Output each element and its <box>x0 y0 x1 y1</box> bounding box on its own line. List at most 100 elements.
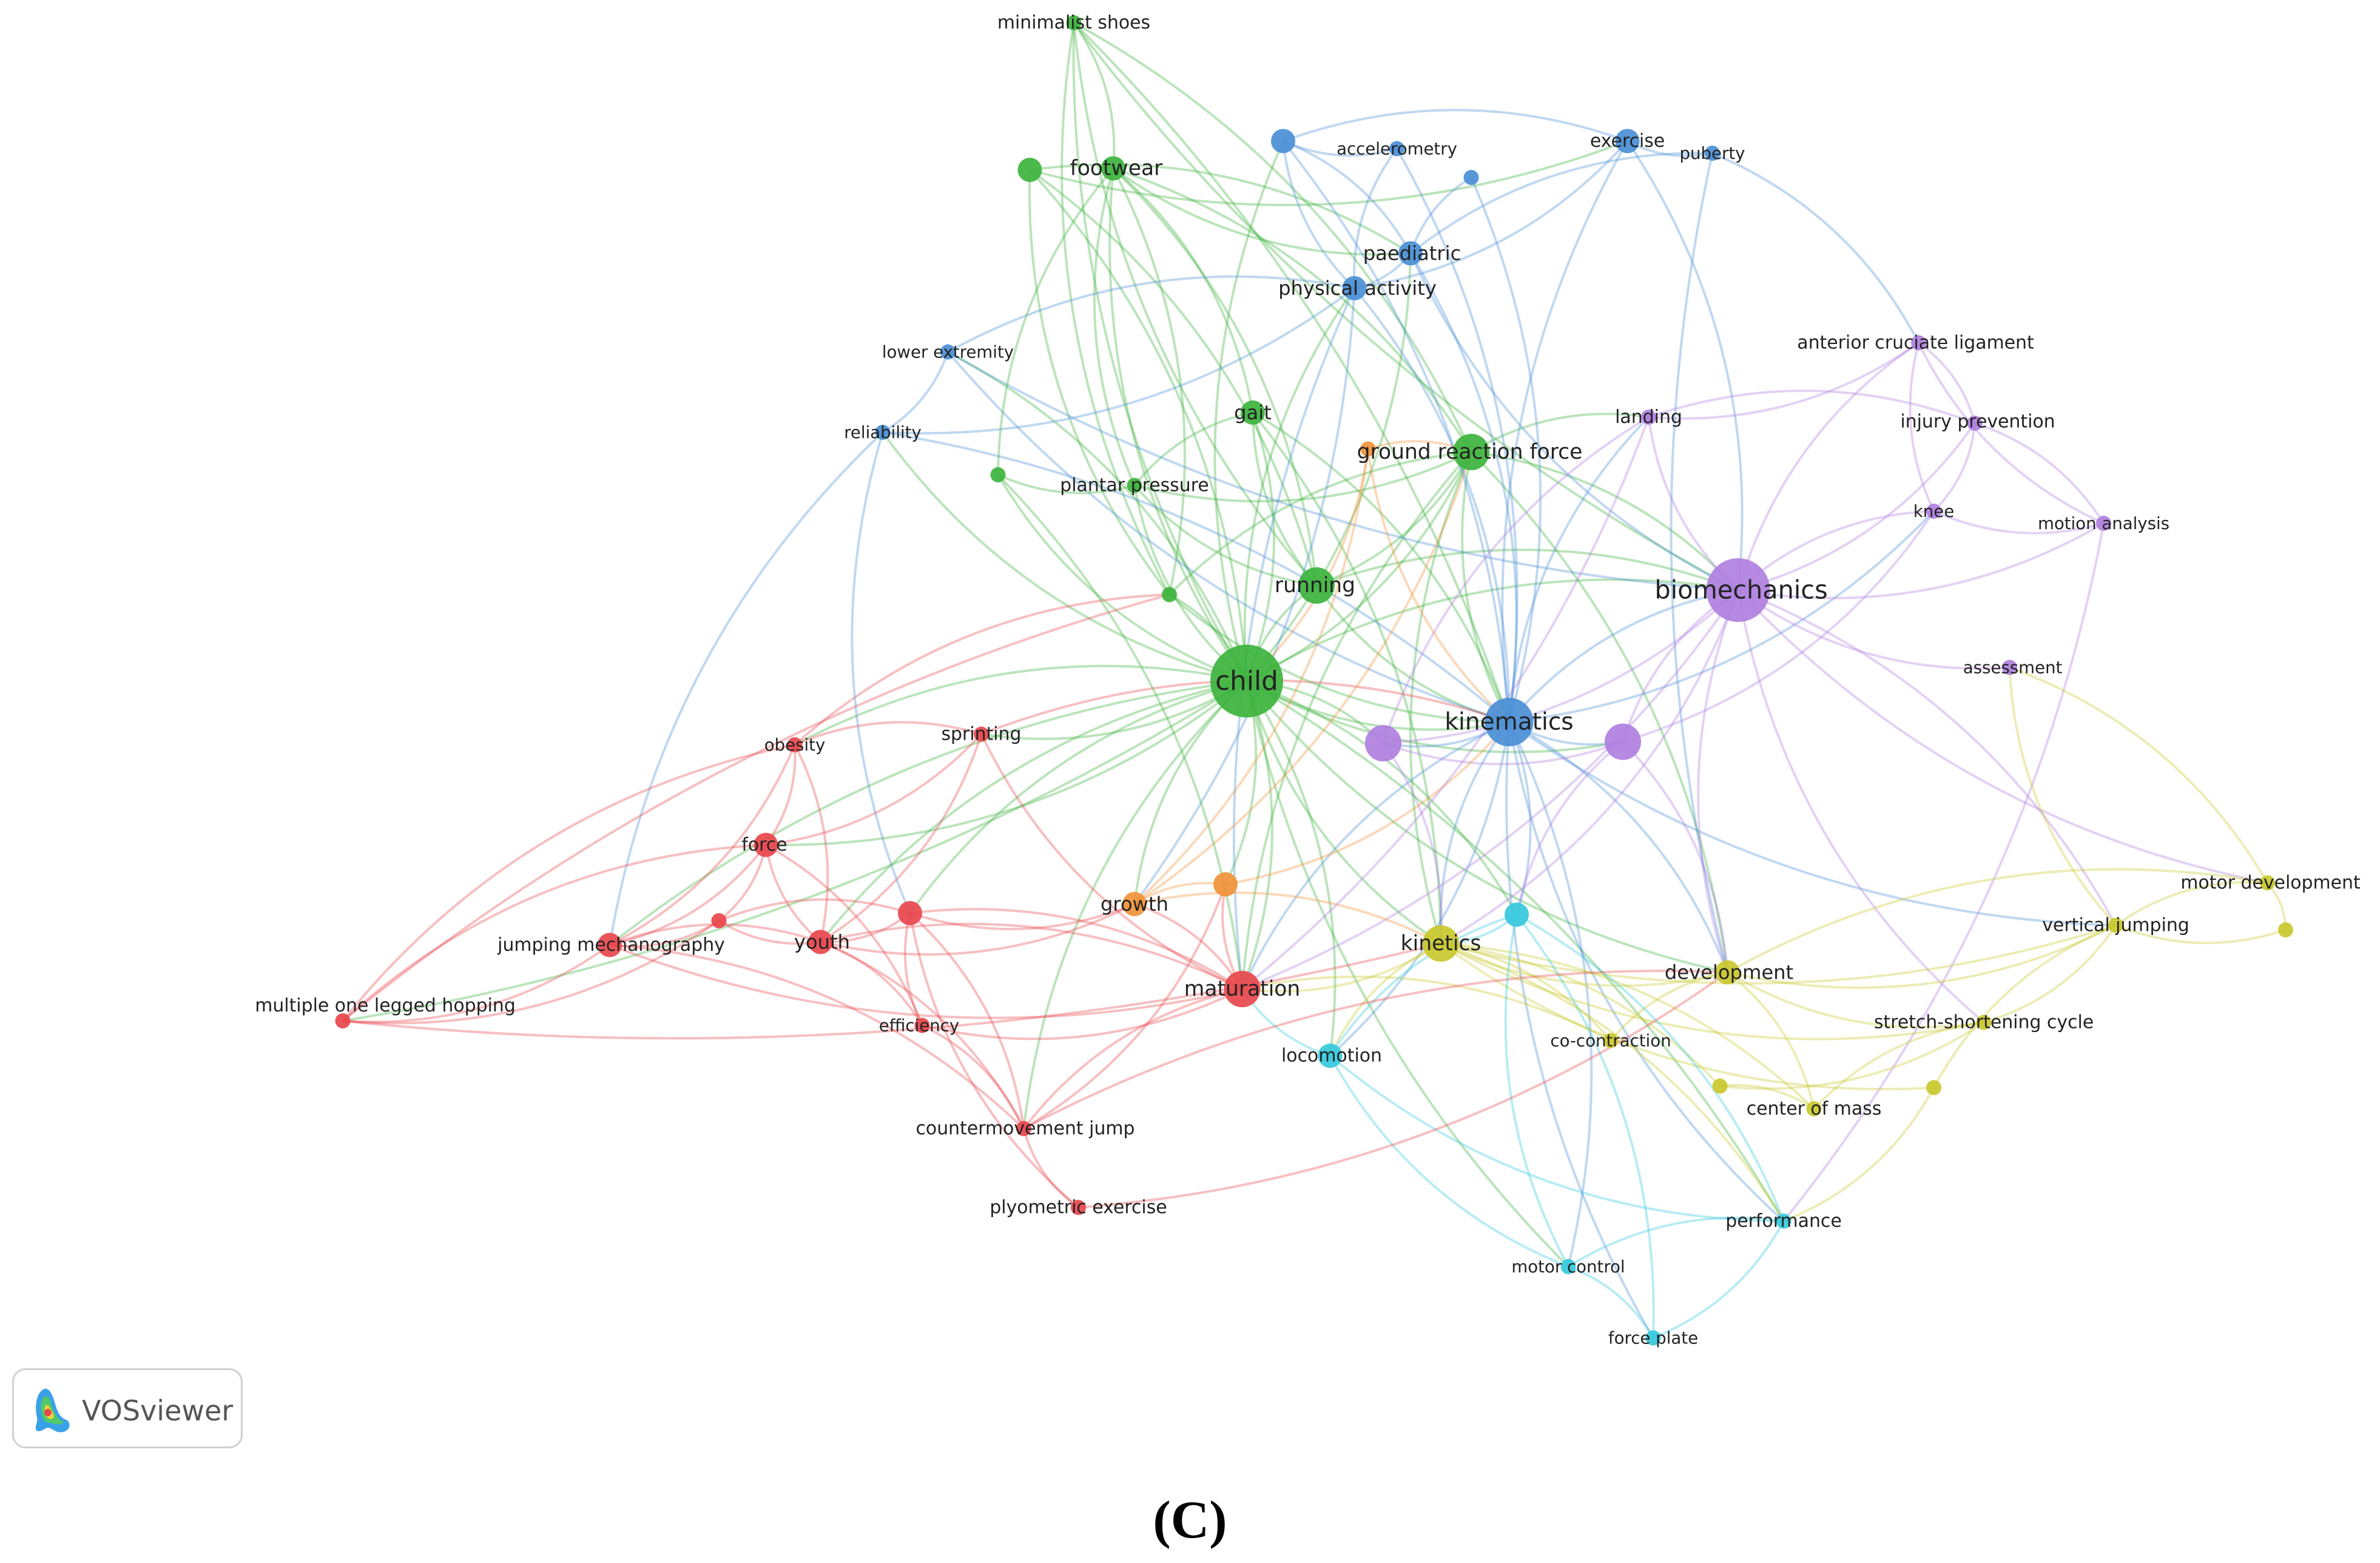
node-development[interactable] <box>1715 960 1740 985</box>
edge-biomechanics-motion-analysis <box>1738 522 2105 599</box>
node-plantar-pressure[interactable] <box>1127 478 1142 493</box>
node-kinematics[interactable] <box>1485 698 1534 746</box>
node-running[interactable] <box>1298 567 1335 604</box>
node-red-a[interactable] <box>711 913 727 928</box>
node-biomechanics[interactable] <box>1706 558 1770 622</box>
node-stretch-shortening-cycle[interactable] <box>1976 1014 1992 1030</box>
node-jumping-mechanography[interactable] <box>598 933 622 957</box>
node-injury-prevention[interactable] <box>1967 416 1983 431</box>
edge-development-vertical-jumping <box>1727 924 2117 989</box>
node-maturation[interactable] <box>1224 971 1261 1007</box>
edge-jumping-mechanography-red-a <box>609 919 720 948</box>
node-motion-analysis[interactable] <box>2096 516 2111 531</box>
node-puberty[interactable] <box>1705 146 1720 161</box>
edge-child-countermovement-jump <box>1022 680 1248 1129</box>
node-motor-control[interactable] <box>1560 1259 1576 1274</box>
edge-child-minimalist-shoes <box>1072 22 1248 682</box>
node-purple-b[interactable] <box>1605 723 1641 760</box>
edge-motor-control-force-plate <box>1568 1265 1654 1339</box>
node-accelerometry[interactable] <box>1389 141 1404 157</box>
edge-ground-reaction-force-biomechanics <box>1471 451 1739 591</box>
label-motor-development: motor development <box>2180 873 2360 894</box>
node-exercise[interactable] <box>1615 129 1640 154</box>
edge-footwear-gait <box>1112 167 1254 413</box>
edge-blue-b-kinematics <box>1470 177 1542 723</box>
edge-gait-kinetics <box>1252 411 1442 944</box>
node-countermovement-jump[interactable] <box>1016 1121 1031 1136</box>
node-green-c[interactable] <box>1162 587 1177 603</box>
node-force[interactable] <box>753 832 778 857</box>
node-orange-b[interactable] <box>1213 872 1238 897</box>
edge-reliability-kinematics <box>882 431 1510 723</box>
label-growth: growth <box>1101 893 1168 916</box>
edge-force-jumping-mechanography <box>609 844 767 947</box>
edge-child-green-a <box>1029 169 1248 681</box>
node-multiple-one-legged-hopping[interactable] <box>335 1013 351 1028</box>
edge-purple-b-cyan-a <box>1515 740 1624 915</box>
edge-jumping-mechanography-countermovement-jump <box>609 944 1025 1130</box>
node-performance[interactable] <box>1776 1214 1792 1229</box>
edge-footwear-minimalist-shoes <box>1073 22 1116 169</box>
edge-minimalist-shoes-biomechanics <box>1073 22 1739 592</box>
node-vertical-jumping[interactable] <box>2108 917 2123 933</box>
edge-multiple-one-legged-hopping-obesity <box>342 743 795 1022</box>
node-yellow-c[interactable] <box>1926 1080 1941 1095</box>
label-paediatric: paediatric <box>1363 242 1461 265</box>
node-cyan-a[interactable] <box>1505 902 1529 927</box>
node-blue-a[interactable] <box>1271 129 1295 154</box>
node-efficiency[interactable] <box>914 1018 930 1033</box>
node-youth[interactable] <box>808 930 833 954</box>
node-center-of-mass[interactable] <box>1806 1101 1822 1116</box>
label-exercise: exercise <box>1590 130 1665 152</box>
node-landing[interactable] <box>1641 410 1656 425</box>
label-sprinting: sprinting <box>941 724 1021 745</box>
edge-green-b-maturation <box>997 474 1244 990</box>
node-blue-b[interactable] <box>1463 170 1479 185</box>
node-yellow-b[interactable] <box>1712 1078 1728 1094</box>
node-green-a[interactable] <box>1017 158 1042 182</box>
edge-ground-reaction-force-development <box>1470 451 1729 973</box>
node-gait[interactable] <box>1241 400 1265 425</box>
edge-physical-activity-lower-extremity <box>947 275 1355 353</box>
node-growth[interactable] <box>1122 892 1147 916</box>
edge-performance-motor-control <box>1567 1217 1784 1268</box>
node-force-plate[interactable] <box>1645 1330 1661 1346</box>
edge-puberty-paediatric <box>1409 152 1713 255</box>
node-obesity[interactable] <box>787 737 803 752</box>
node-co-contraction[interactable] <box>1603 1033 1619 1048</box>
node-green-b[interactable] <box>990 467 1006 482</box>
node-orange-a[interactable] <box>1360 441 1376 457</box>
node-footwear[interactable] <box>1101 156 1125 181</box>
node-child[interactable] <box>1210 644 1283 718</box>
node-purple-a[interactable] <box>1365 725 1401 761</box>
node-yellow-a[interactable] <box>2278 922 2293 937</box>
label-stretch-shortening-cycle: stretch-shortening cycle <box>1874 1012 2094 1033</box>
node-lower-extremity[interactable] <box>940 344 956 360</box>
node-red-b[interactable] <box>898 901 922 925</box>
edge-biomechanics-vertical-jumping <box>1738 589 2117 926</box>
node-knee[interactable] <box>1926 504 1941 519</box>
edge-biomechanics-anterior-cruciate-ligament <box>1737 342 1920 591</box>
edge-biomechanics-purple-a <box>1383 589 1739 744</box>
node-reliability[interactable] <box>875 425 891 440</box>
node-plyometric-exercise[interactable] <box>1071 1200 1086 1215</box>
edge-maturation-sprinting <box>980 734 1243 990</box>
edge-lower-extremity-reliability <box>882 351 949 434</box>
edge-kinematics-biomechanics <box>1508 589 1739 723</box>
node-assessment[interactable] <box>2002 660 2017 675</box>
node-anterior-cruciate-ligament[interactable] <box>1911 335 1926 351</box>
node-sprinting[interactable] <box>974 726 989 742</box>
node-kinetics[interactable] <box>1423 925 1459 962</box>
node-locomotion[interactable] <box>1318 1044 1343 1068</box>
label-assessment: assessment <box>1963 658 2063 678</box>
node-ground-reaction-force[interactable] <box>1453 434 1489 470</box>
node-physical-activity[interactable] <box>1342 276 1367 300</box>
edge-gait-kinematics <box>1252 411 1511 723</box>
edge-biomechanics-maturation <box>1241 589 1739 990</box>
edge-child-kinematics <box>1246 680 1509 731</box>
node-paediatric[interactable] <box>1398 241 1423 266</box>
node-motor-development[interactable] <box>2260 875 2275 891</box>
edge-multiple-one-legged-hopping-green-c <box>342 593 1170 1022</box>
node-minimalist-shoes[interactable] <box>1066 15 1082 30</box>
edge-kinetics-stretch-shortening-cycle <box>1440 942 1984 1041</box>
